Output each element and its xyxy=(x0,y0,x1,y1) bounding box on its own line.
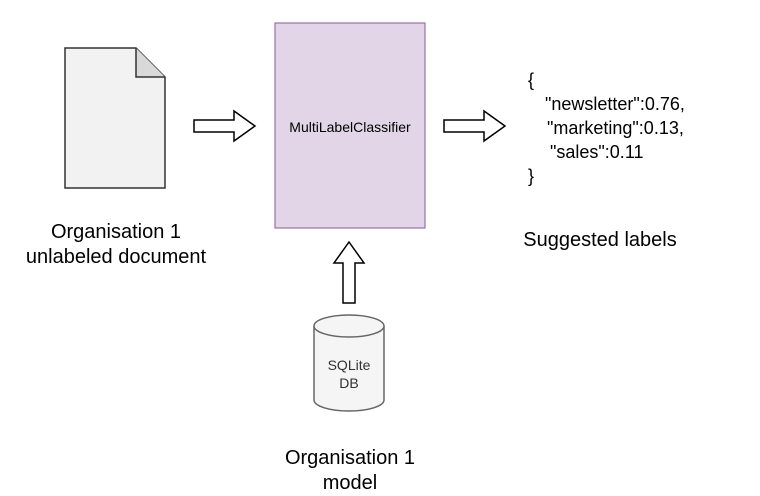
json-line-sales: "sales":0.11 xyxy=(550,142,644,162)
classifier-box xyxy=(274,22,426,229)
arrow-input-to-classifier xyxy=(193,109,257,143)
model-label-line1: Organisation 1 xyxy=(284,447,416,469)
database-label-line2: DB xyxy=(339,375,359,391)
json-line-newsletter: "newsletter":0.76, xyxy=(545,94,685,114)
model-label: Organisation 1 model xyxy=(250,446,450,496)
input-label-line1: Organisation 1 xyxy=(50,221,182,243)
model-label-line2: model xyxy=(322,472,378,494)
database-label-line1: SQLite xyxy=(327,357,371,373)
document-icon xyxy=(64,47,166,189)
input-label-line2: unlabeled document xyxy=(25,246,207,268)
classifier-label: MultiLabelClassifier xyxy=(289,119,411,135)
database-label: SQLite DB xyxy=(313,356,385,392)
input-document-label: Organisation 1 unlabeled document xyxy=(10,220,222,270)
json-close-brace: } xyxy=(528,166,535,186)
arrow-classifier-to-output xyxy=(443,109,507,143)
json-open-brace: { xyxy=(528,70,535,90)
arrow-db-to-classifier xyxy=(332,240,366,304)
output-label: Suggested labels xyxy=(523,229,677,251)
json-line-marketing: "marketing":0.13, xyxy=(547,118,684,138)
database-cylinder-icon xyxy=(313,314,385,412)
